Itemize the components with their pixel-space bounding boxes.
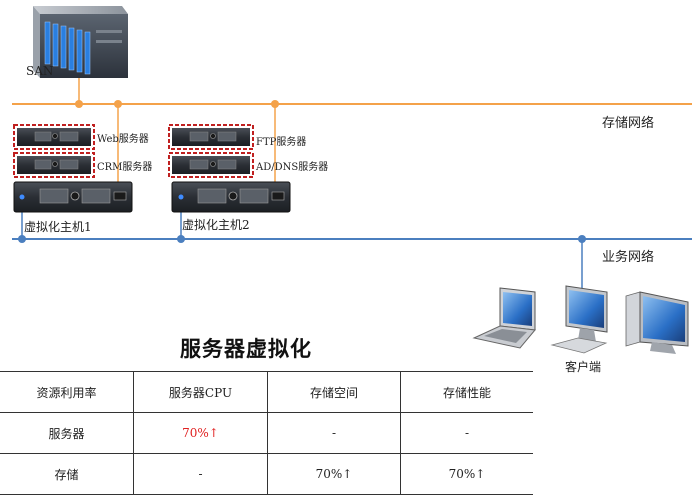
table-header: 资源利用率 xyxy=(36,385,97,400)
business-network-line xyxy=(12,211,692,290)
vm-web-server-label: Web服务器 xyxy=(97,134,149,145)
table-cell: 70%↑ xyxy=(267,453,401,495)
host2-label: 虚拟化主机2 xyxy=(182,218,250,232)
table-cell: - xyxy=(400,412,533,454)
page-title: 服务器虚拟化 xyxy=(180,336,312,361)
vm-web-server-icon xyxy=(13,124,95,150)
table-cell: 服务器 xyxy=(48,426,85,441)
vm-crm-server-icon xyxy=(13,152,95,178)
vm-ad-dns-server-label: AD/DNS服务器 xyxy=(256,162,329,173)
table-header-row: 资源利用率 服务器CPU 存储空间 存储性能 xyxy=(0,371,533,413)
table-header: 服务器CPU xyxy=(133,371,268,413)
table-header: 存储空间 xyxy=(267,371,401,413)
table-row: 存储 - 70%↑ 70%↑ xyxy=(0,453,533,495)
laptop-icon xyxy=(472,287,536,349)
host1-label: 虚拟化主机1 xyxy=(24,220,92,234)
utilization-table: 资源利用率 服务器CPU 存储空间 存储性能 服务器 70%↑ - - 存储 -… xyxy=(0,371,533,495)
table-cell: 70%↑ xyxy=(133,412,268,454)
host2-server-icon xyxy=(171,181,291,213)
san-storage-icon xyxy=(33,6,128,78)
vm-ftp-server-icon xyxy=(168,124,254,150)
table-cell: 存储 xyxy=(54,467,79,482)
desktop-monitor-icon xyxy=(550,285,608,354)
storage-network-label: 存储网络 xyxy=(602,116,655,131)
host1-server-icon xyxy=(13,181,133,213)
table-row: 服务器 70%↑ - - xyxy=(0,412,533,454)
table-cell: - xyxy=(133,453,268,495)
vm-crm-server-label: CRM服务器 xyxy=(97,162,153,173)
vm-ftp-server-label: FTP服务器 xyxy=(256,137,307,148)
workstation-icon xyxy=(625,291,689,354)
vm-ad-dns-server-icon xyxy=(168,152,254,178)
table-header: 存储性能 xyxy=(400,371,533,413)
storage-network-line xyxy=(12,78,692,183)
table-cell: 70%↑ xyxy=(400,453,533,495)
business-network-label: 业务网络 xyxy=(602,250,655,265)
san-label: SAN xyxy=(26,64,54,78)
client-label: 客户端 xyxy=(565,360,602,374)
table-cell: - xyxy=(267,412,401,454)
